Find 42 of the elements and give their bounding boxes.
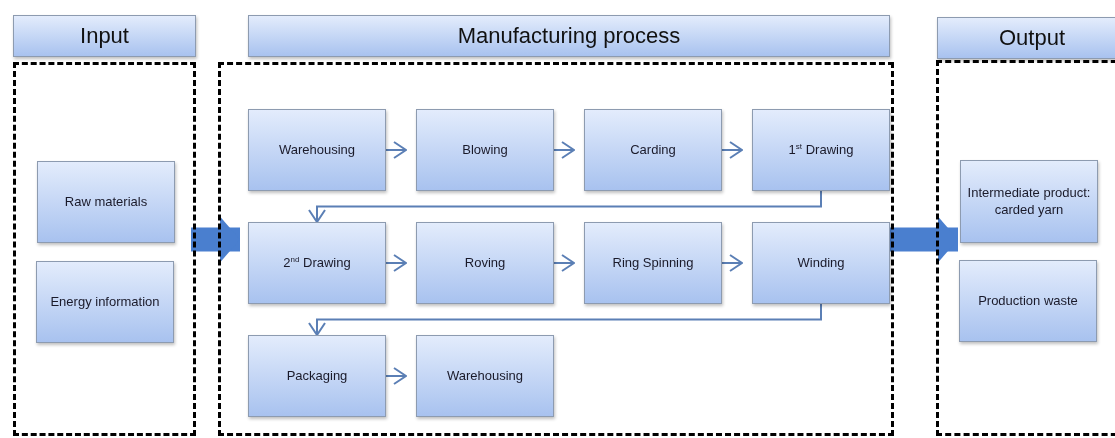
arrow — [308, 303, 822, 336]
box-label: 2$^{nd}$ Drawing — [283, 254, 351, 272]
process-box — [584, 109, 722, 191]
process-box — [584, 222, 722, 304]
arrow — [553, 254, 575, 272]
box-label: 1$^{st}$ Drawing — [788, 141, 854, 159]
box-label: Energy information — [50, 293, 160, 311]
process-box — [248, 109, 386, 191]
box-label: Roving — [464, 254, 506, 272]
process-box — [36, 261, 174, 343]
arrow — [385, 141, 407, 159]
process-box — [248, 222, 386, 304]
arrow — [308, 190, 822, 223]
box-label: Winding — [797, 254, 845, 272]
process-box — [959, 260, 1097, 342]
block-arrow — [889, 216, 958, 263]
process-box — [416, 222, 554, 304]
process-box — [752, 109, 890, 191]
header-band: Input — [13, 15, 196, 57]
box-label: Production waste — [978, 292, 1078, 310]
box-label: Packaging — [286, 367, 348, 385]
header-band: Manufacturing process — [248, 15, 890, 57]
process-box — [37, 161, 175, 243]
arrow — [721, 254, 743, 272]
process-box — [248, 335, 386, 417]
process-box — [752, 222, 890, 304]
box-label: Warehousing — [446, 367, 524, 385]
box-label: Carding — [630, 141, 676, 159]
arrow — [385, 254, 407, 272]
box-label: Blowing — [462, 141, 508, 159]
process-box — [416, 109, 554, 191]
box-label: Raw materials — [64, 193, 148, 211]
box-label: Intermediate product: carded yarn — [966, 185, 1092, 218]
box-label: Ring Spinning — [612, 254, 694, 272]
box-label: Warehousing — [278, 141, 356, 159]
arrow — [721, 141, 743, 159]
process-box — [416, 335, 554, 417]
header-band: Output — [937, 17, 1115, 59]
process-box — [960, 160, 1098, 243]
arrow — [385, 367, 407, 385]
arrow — [553, 141, 575, 159]
block-arrow — [191, 216, 240, 263]
